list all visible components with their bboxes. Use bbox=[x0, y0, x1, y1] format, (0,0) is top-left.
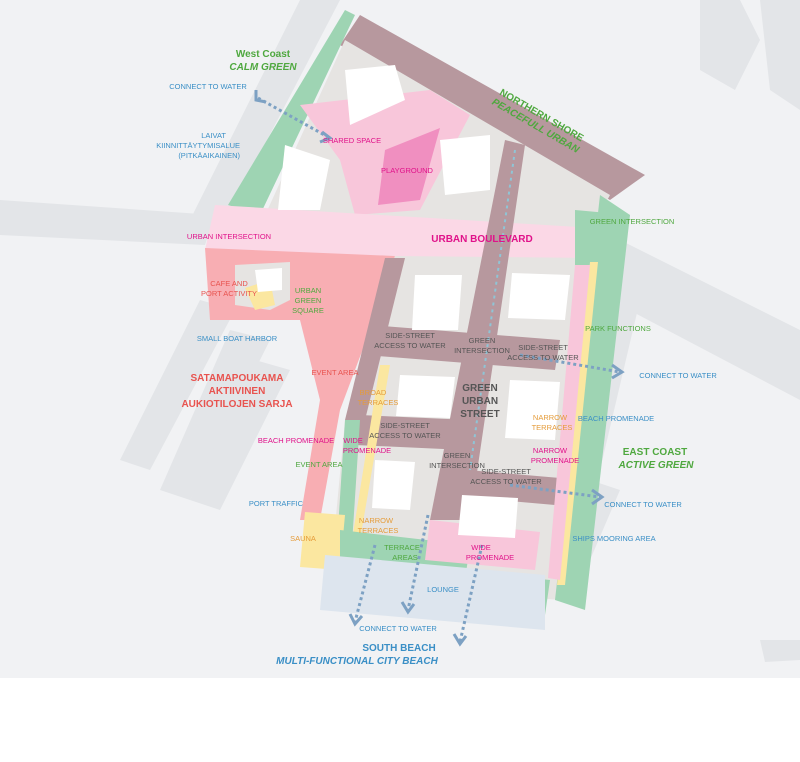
laivat-label-2: KIINNITTÄYTYMISALUE bbox=[156, 141, 240, 150]
wide-promenade-west-1: WIDE bbox=[343, 436, 363, 445]
side-street-3-line2: ACCESS TO WATER bbox=[369, 431, 441, 440]
west-coast-green bbox=[228, 10, 355, 215]
arrow-heads bbox=[254, 90, 625, 647]
white-margin bbox=[0, 678, 800, 762]
west-side-street bbox=[345, 258, 405, 420]
sauna-zone bbox=[300, 512, 345, 570]
green-intersection-1-line2: INTERSECTION bbox=[454, 346, 510, 355]
narrow-promenade-1: NARROW bbox=[533, 446, 568, 455]
buildings bbox=[255, 65, 570, 538]
connect-to-water-south: CONNECT TO WATER bbox=[359, 624, 437, 633]
laivat-label-3: (PITKÄAIKAINEN) bbox=[178, 151, 240, 160]
side-street-north bbox=[365, 325, 560, 370]
side-street-4-line2: ACCESS TO WATER bbox=[470, 477, 542, 486]
satama-line2: AKTIIVINEN bbox=[209, 386, 266, 397]
urban-intersection-label: URBAN INTERSECTION bbox=[187, 232, 271, 241]
connect-to-water-e1: CONNECT TO WATER bbox=[639, 371, 717, 380]
beach-promenade-east: BEACH PROMENADE bbox=[578, 414, 654, 423]
lounge-label: LOUNGE bbox=[427, 585, 459, 594]
west-coast-title: West Coast bbox=[236, 49, 291, 60]
playground-label: PLAYGROUND bbox=[381, 166, 434, 175]
green-street-dotted-line bbox=[469, 149, 516, 471]
side-street-1-line1: SIDE-STREET bbox=[385, 331, 435, 340]
connect-to-water-e2: CONNECT TO WATER bbox=[604, 500, 682, 509]
green-intersection-1-line1: GREEN bbox=[469, 336, 496, 345]
side-street-2-line1: SIDE-STREET bbox=[518, 343, 568, 352]
shared-space-label: SHARED SPACE bbox=[323, 136, 381, 145]
connect-to-water-nw: CONNECT TO WATER bbox=[169, 82, 247, 91]
green-intersection-ne-label: GREEN INTERSECTION bbox=[590, 217, 675, 226]
east-coast-title: EAST COAST bbox=[623, 447, 687, 458]
small-boat-harbor-label: SMALL BOAT HARBOR bbox=[197, 334, 278, 343]
sauna-label: SAUNA bbox=[290, 534, 316, 543]
broad-terraces-1: BROAD bbox=[360, 388, 387, 397]
satama-line1: SATAMAPOUKAMA bbox=[191, 373, 284, 384]
red-activity-zone bbox=[205, 248, 395, 520]
ships-mooring-area-label: SHIPS MOORING AREA bbox=[572, 534, 655, 543]
green-intersection-2-line1: GREEN bbox=[444, 451, 471, 460]
urban-green-square-2: GREEN bbox=[295, 296, 322, 305]
lounge-pier bbox=[320, 555, 545, 630]
west-coast-subtitle: CALM GREEN bbox=[229, 62, 297, 73]
port-traffic-label: PORT TRAFFIC bbox=[249, 499, 304, 508]
playground-zone bbox=[378, 128, 440, 205]
broad-terraces-2: TERRACES bbox=[358, 398, 399, 407]
connect-to-water-arrows bbox=[257, 96, 621, 643]
narrow-promenade-2: PROMENADE bbox=[531, 456, 579, 465]
narrow-terraces-south-1: NARROW bbox=[359, 516, 394, 525]
laivat-label-1: LAIVAT bbox=[201, 131, 226, 140]
wide-promenade-west-2: PROMENADE bbox=[343, 446, 391, 455]
cafe-label-1: CAFE AND bbox=[210, 279, 248, 288]
south-beach-title: SOUTH BEACH bbox=[362, 643, 435, 654]
narrow-promenade-pink bbox=[548, 265, 590, 580]
side-street-mid bbox=[355, 415, 470, 450]
green-urban-street-1: GREEN bbox=[462, 383, 498, 394]
narrow-terraces-south-2: TERRACES bbox=[358, 526, 399, 535]
terrace-areas-1: TERRACE bbox=[384, 543, 420, 552]
satama-line3: AUKIOTILOJEN SARJA bbox=[181, 399, 292, 410]
side-street-1-line2: ACCESS TO WATER bbox=[374, 341, 446, 350]
beach-promenade-west: BEACH PROMENADE bbox=[258, 436, 334, 445]
urban-boulevard-label: URBAN BOULEVARD bbox=[431, 234, 532, 245]
wide-promenade-south-2: PROMENADE bbox=[466, 553, 514, 562]
event-area-2-label: EVENT AREA bbox=[296, 460, 343, 469]
event-area-1-label: EVENT AREA bbox=[312, 368, 359, 377]
urban-green-square-1: URBAN bbox=[295, 286, 321, 295]
south-beach-subtitle: MULTI-FUNCTIONAL CITY BEACH bbox=[276, 656, 438, 667]
terrace-areas-2: AREAS bbox=[392, 553, 417, 562]
side-street-2-line2: ACCESS TO WATER bbox=[507, 353, 579, 362]
green-urban-street-3: STREET bbox=[460, 409, 499, 420]
side-street-4-line1: SIDE-STREET bbox=[481, 467, 531, 476]
wide-promenade-south-1: WIDE bbox=[471, 543, 491, 552]
east-coast-green bbox=[555, 195, 630, 610]
cafe-label-2: PORT ACTIVITY bbox=[201, 289, 257, 298]
yellow-terrace-line-east bbox=[557, 262, 598, 585]
yellow-terrace-line bbox=[352, 365, 390, 540]
narrow-terraces-east-1: NARROW bbox=[533, 413, 568, 422]
narrow-terraces-east-2: TERRACES bbox=[532, 423, 573, 432]
east-coast-subtitle: ACTIVE GREEN bbox=[617, 460, 694, 471]
park-functions-label: PARK FUNCTIONS bbox=[585, 324, 651, 333]
green-urban-street-2: URBAN bbox=[462, 396, 498, 407]
green-intersection-2-line2: INTERSECTION bbox=[429, 461, 485, 470]
urban-green-square-3: SQUARE bbox=[292, 306, 324, 315]
northern-shore-strip bbox=[340, 15, 645, 200]
side-street-3-line1: SIDE-STREET bbox=[380, 421, 430, 430]
